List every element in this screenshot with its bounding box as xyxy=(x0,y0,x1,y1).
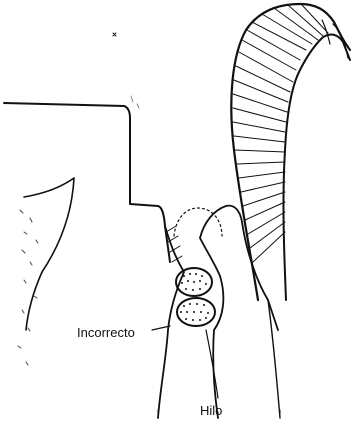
band-inner xyxy=(283,35,350,300)
leader-hilo xyxy=(206,330,218,398)
band-striations xyxy=(233,5,328,262)
body-outline xyxy=(4,103,170,262)
node-stipple xyxy=(180,273,209,321)
central-upper xyxy=(200,206,278,330)
mark-x xyxy=(113,33,116,36)
label-incorrect: Incorrecto xyxy=(77,325,135,340)
central-right-wall xyxy=(200,238,223,418)
label-hilum: Hilo xyxy=(200,403,222,418)
left-contour xyxy=(24,178,74,330)
central-left-wall xyxy=(158,226,184,418)
faint-mark xyxy=(131,96,139,108)
node-lower xyxy=(177,298,215,326)
